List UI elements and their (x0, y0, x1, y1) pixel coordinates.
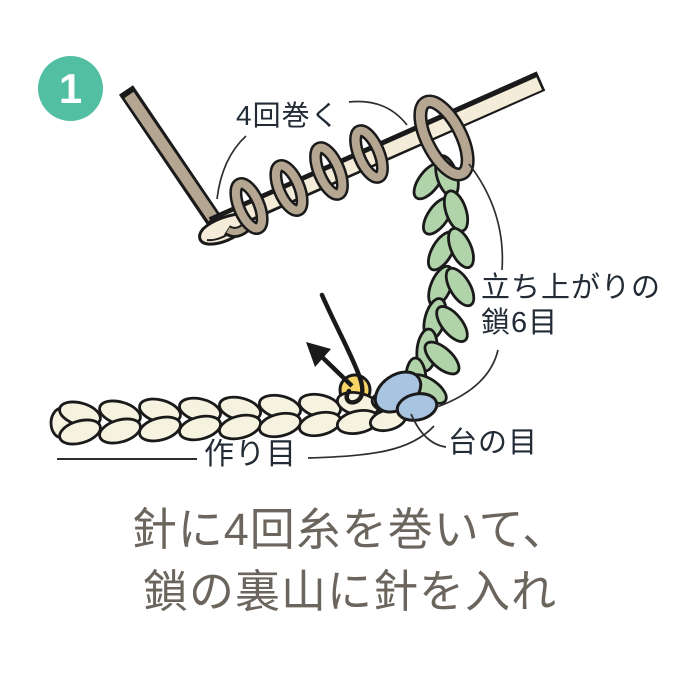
foundation-chain-label: 作り目 (204, 438, 297, 471)
turning-chain-label-line1: 立ち上がりの (481, 272, 662, 304)
yarn-strand (118, 85, 224, 228)
crochet-diagram-illustration (49, 71, 546, 460)
caption-line2: 鎖の裏山に針を入れ (142, 566, 557, 617)
yarn-wraps (229, 124, 389, 235)
step-number-badge: 1 (38, 56, 103, 121)
turning-chain-label-line2: 鎖6目 (481, 307, 559, 339)
turning-chain-label: 立ち上がりの 鎖6目 (481, 271, 661, 341)
working-loop (413, 94, 475, 182)
turning-chain-green (404, 154, 476, 405)
caption-line1: 針に4回糸を巻いて、 (131, 504, 569, 555)
foundation-chain (49, 392, 343, 446)
step-number: 1 (58, 64, 83, 112)
wrap-count-label: 4回巻く (236, 100, 340, 131)
base-stitch-blue (373, 370, 439, 422)
base-stitch-label: 台の目 (448, 427, 539, 459)
caption: 針に4回糸を巻いて、 鎖の裏山に針を入れ (0, 499, 700, 623)
insert-arrow (306, 292, 365, 405)
leader-lines (57, 100, 504, 460)
